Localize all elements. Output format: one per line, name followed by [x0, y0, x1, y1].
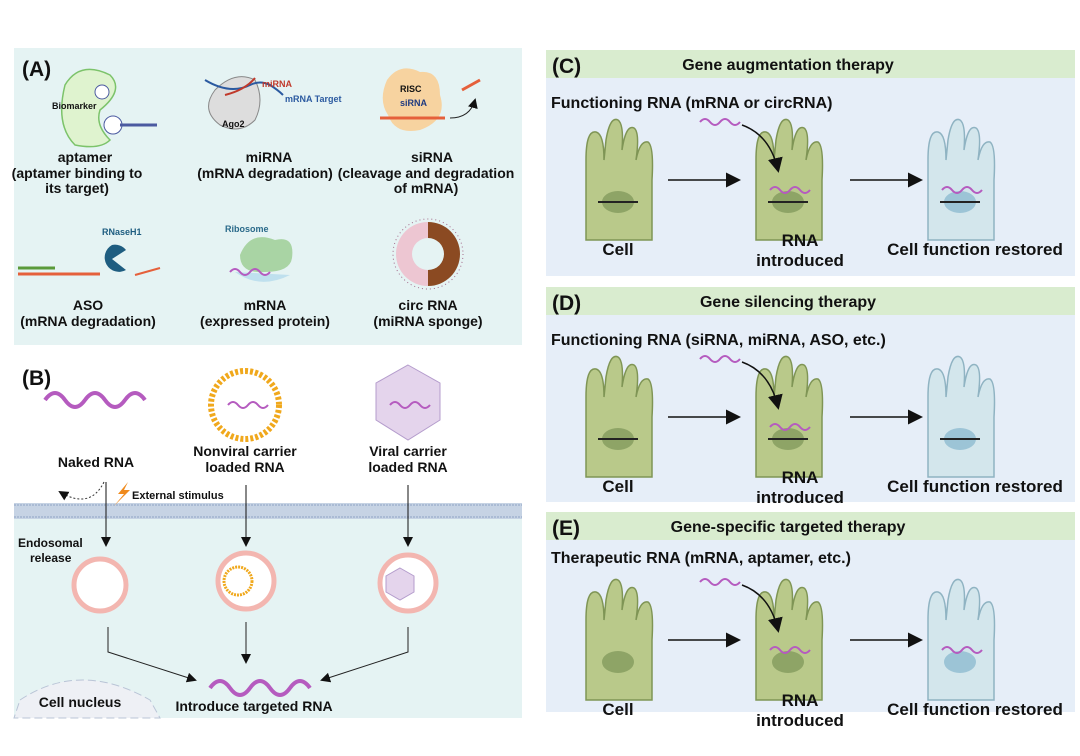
endosome-icons	[71, 550, 439, 614]
svg-text:miRNA: miRNA	[246, 149, 293, 165]
sirna-icon: RISC siRNA	[380, 68, 481, 131]
panel-title: Gene silencing therapy	[700, 294, 876, 311]
svg-text:aptamer: aptamer	[58, 149, 113, 165]
restored-label: Cell function restored	[887, 240, 1063, 259]
restored-label: Cell function restored	[887, 477, 1063, 496]
svg-text:Introduce targeted RNA: Introduce targeted RNA	[175, 698, 332, 714]
entry-arrow	[741, 124, 783, 173]
svg-text:Cell nucleus: Cell nucleus	[39, 694, 122, 710]
svg-text:Endosomal: Endosomal	[18, 536, 83, 550]
panel-subtitle: Functioning RNA (siRNA, miRNA, ASO, etc.…	[551, 332, 886, 349]
entry-arrow	[741, 361, 783, 410]
introduced-label: introduced	[756, 711, 844, 730]
panel-title: Gene augmentation therapy	[682, 57, 894, 74]
svg-text:mRNA: mRNA	[244, 297, 287, 313]
svg-text:(expressed protein): (expressed protein)	[200, 313, 330, 329]
svg-text:(aptamer binding to: (aptamer binding to	[12, 165, 143, 181]
svg-text:miRNA: miRNA	[262, 79, 293, 89]
svg-text:Viral carrier: Viral carrier	[369, 443, 447, 459]
svg-text:ASO: ASO	[73, 297, 103, 313]
panel-e: (E) Gene-specific targeted therapyTherape…	[546, 512, 1075, 730]
mrna-icon: Ribosome	[225, 224, 293, 282]
aptamer-icon: Biomarker	[52, 68, 157, 148]
panel-label: (D)	[552, 292, 581, 315]
rna-label: RNA	[782, 231, 819, 250]
svg-text:(cleavage and degradation: (cleavage and degradation	[338, 165, 515, 181]
panel-title: Gene-specific targeted therapy	[671, 519, 906, 536]
lipid-nanoparticle-icon	[208, 368, 282, 442]
svg-text:its target): its target)	[45, 180, 109, 196]
introduced-label: introduced	[756, 488, 844, 507]
svg-text:mRNA Target: mRNA Target	[285, 94, 342, 104]
panel-c: (C) Gene augmentation therapyFunctioning …	[546, 50, 1075, 276]
svg-text:siRNA: siRNA	[400, 98, 428, 108]
naked-rna-icon	[43, 391, 147, 409]
entry-arrow	[741, 584, 783, 633]
svg-text:(mRNA degradation): (mRNA degradation)	[20, 313, 156, 329]
viral-capsid-icon	[375, 364, 441, 441]
panel-a-label: (A)	[22, 58, 51, 81]
circrna-icon	[392, 218, 464, 290]
svg-text:of mRNA): of mRNA)	[394, 180, 459, 196]
svg-text:RNaseH1: RNaseH1	[102, 227, 142, 237]
rna-label: RNA	[782, 468, 819, 487]
svg-text:circ RNA: circ RNA	[398, 297, 457, 313]
svg-text:Ago2: Ago2	[222, 119, 245, 129]
panel-b-label: (B)	[22, 367, 51, 390]
panel-b: (B) Naked RNA Nonviral carrier loaded RN…	[13, 364, 522, 719]
aso-icon: RNaseH1	[18, 227, 161, 276]
svg-text:Nonviral carrier: Nonviral carrier	[193, 443, 297, 459]
panel-a: (A) Biomarker aptamer (aptamer binding t…	[12, 48, 522, 345]
restored-label: Cell function restored	[887, 700, 1063, 719]
cell-label: Cell	[602, 477, 633, 496]
panel-subtitle: Functioning RNA (mRNA or circRNA)	[551, 95, 832, 112]
rna-label: RNA	[782, 691, 819, 710]
svg-text:RISC: RISC	[400, 84, 422, 94]
cell-label: Cell	[602, 700, 633, 719]
svg-text:Biomarker: Biomarker	[52, 101, 97, 111]
mirna-icon: miRNA mRNA Target Ago2	[204, 76, 342, 130]
svg-text:Naked RNA: Naked RNA	[58, 454, 134, 470]
lightning-icon	[114, 482, 130, 506]
cell-label: Cell	[602, 240, 633, 259]
svg-text:Ribosome: Ribosome	[225, 224, 269, 234]
panel-label: (C)	[552, 55, 581, 78]
svg-text:siRNA: siRNA	[411, 149, 453, 165]
therapy-panels: (C) Gene augmentation therapyFunctioning …	[546, 50, 1075, 730]
svg-text:External stimulus: External stimulus	[132, 490, 224, 502]
svg-text:loaded RNA: loaded RNA	[205, 459, 284, 475]
panel-subtitle: Therapeutic RNA (mRNA, aptamer, etc.)	[551, 550, 851, 567]
panel-label: (E)	[552, 517, 580, 540]
svg-text:release: release	[30, 551, 72, 565]
svg-text:(miRNA sponge): (miRNA sponge)	[373, 313, 482, 329]
introduced-label: introduced	[756, 251, 844, 270]
svg-text:(mRNA degradation): (mRNA degradation)	[197, 165, 333, 181]
svg-text:loaded RNA: loaded RNA	[368, 459, 447, 475]
